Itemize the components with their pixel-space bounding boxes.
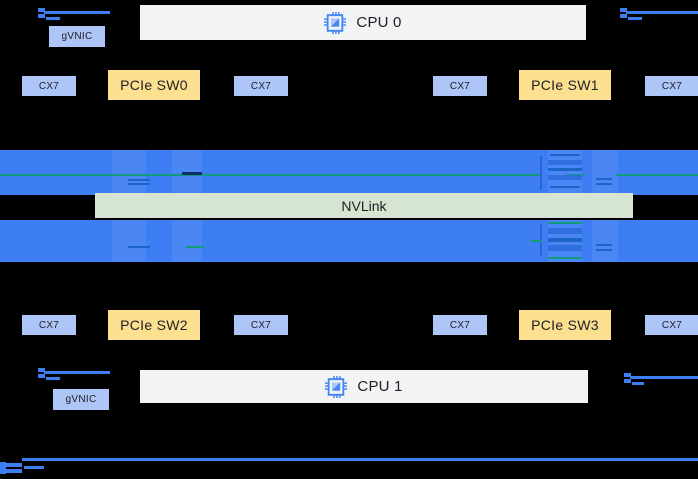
nvlink-box[interactable]: NVLink	[95, 193, 633, 218]
cx7-nic-7[interactable]: CX7	[645, 315, 698, 335]
network-fabric-bar	[0, 458, 698, 479]
cpu-chip-icon	[324, 11, 347, 34]
cx7-nic-6[interactable]: CX7	[433, 315, 487, 335]
cx7-nic-2[interactable]: CX7	[433, 76, 487, 96]
cx7-nic-3[interactable]: CX7	[645, 76, 698, 96]
pcie-switch-3[interactable]: PCIe SW3	[519, 310, 611, 340]
gvnic-link-right-top	[620, 8, 698, 22]
gvnic-label-bottom-left[interactable]: gVNIC	[53, 389, 109, 410]
cpu-1-box[interactable]: CPU 1	[140, 370, 588, 403]
cx7-text: CX7	[38, 319, 60, 331]
cpu-1-label: CPU 1	[357, 378, 403, 395]
pcie-switch-label: PCIe SW1	[531, 77, 599, 93]
gvnic-link-left-bottom	[38, 368, 110, 382]
cpu-0-box[interactable]: CPU 0	[140, 5, 586, 40]
nvlink-label: NVLink	[341, 197, 387, 214]
cx7-nic-5[interactable]: CX7	[234, 315, 288, 335]
gvnic-label-top-left[interactable]: gVNIC	[49, 26, 105, 47]
cx7-text: CX7	[250, 80, 272, 92]
gpu-row-bottom	[0, 220, 698, 262]
gvnic-text: gVNIC	[65, 394, 97, 405]
cx7-text: CX7	[661, 319, 683, 331]
pcie-switch-label: PCIe SW3	[531, 317, 599, 333]
cx7-nic-4[interactable]: CX7	[22, 315, 76, 335]
gvnic-link-right-bottom	[624, 373, 698, 387]
pcie-switch-2[interactable]: PCIe SW2	[108, 310, 200, 340]
cx7-text: CX7	[449, 80, 471, 92]
cpu-0-label: CPU 0	[356, 14, 402, 31]
pcie-switch-label: PCIe SW2	[120, 317, 188, 333]
cx7-text: CX7	[38, 80, 60, 92]
gpu-row-top	[0, 150, 698, 195]
pcie-switch-label: PCIe SW0	[120, 77, 188, 93]
cx7-nic-0[interactable]: CX7	[22, 76, 76, 96]
pcie-switch-1[interactable]: PCIe SW1	[519, 70, 611, 100]
cx7-nic-1[interactable]: CX7	[234, 76, 288, 96]
cx7-text: CX7	[661, 80, 683, 92]
pcie-switch-0[interactable]: PCIe SW0	[108, 70, 200, 100]
cx7-text: CX7	[449, 319, 471, 331]
cx7-text: CX7	[250, 319, 272, 331]
gvnic-link-left-top	[38, 8, 110, 22]
cpu-chip-icon	[325, 375, 348, 398]
gvnic-text: gVNIC	[61, 31, 93, 42]
